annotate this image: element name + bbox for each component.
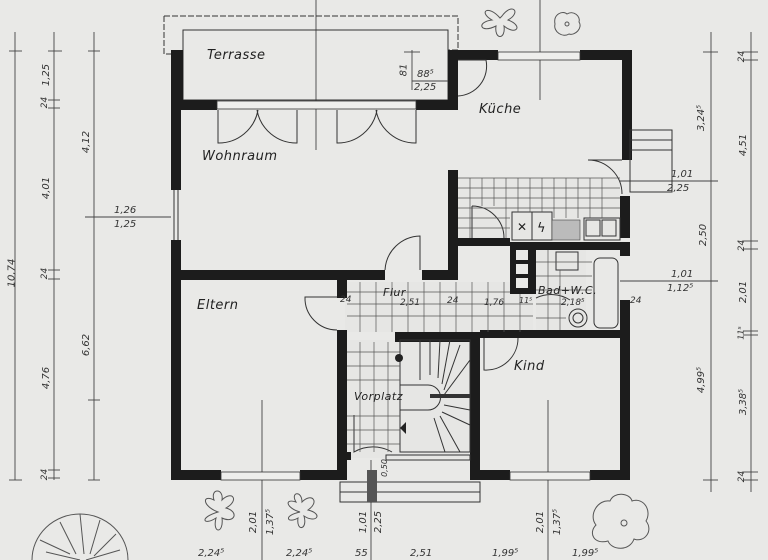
dim-left-top-wall: 24 [40, 96, 51, 109]
dim-left-upper: 4,01 [41, 176, 53, 200]
room-label-vorplatz: Vorplatz [354, 390, 403, 403]
dim-bad-width: 2,18⁵ [561, 298, 585, 308]
room-label-kind: Kind [514, 359, 545, 374]
dim-eltern-window-2: 1,37⁵ [265, 508, 277, 536]
dim-kueche-window-1: 1,01 [671, 169, 694, 180]
dim-right-inner-top: 3,24⁵ [696, 104, 708, 132]
dim-entry-2: 2,25 [373, 510, 385, 534]
dim-left-inner-upper: 4,12 [81, 130, 93, 154]
room-label-bad: Bad+W.C. [538, 284, 598, 297]
dim-kind-window-2: 1,37⁵ [552, 508, 564, 536]
dim-terrasse-door-w2: 2,25 [414, 82, 437, 93]
dim-wohnraum-window-1: 1,26 [114, 205, 137, 216]
dim-entry-step: 0,50 [379, 459, 389, 477]
staircase [339, 339, 481, 503]
dim-right-upper: 4,51 [738, 133, 750, 157]
room-label-eltern: Eltern [197, 298, 239, 313]
dim-flur-wall-mid: 24 [447, 296, 459, 306]
svg-text:ϟ: ϟ [537, 221, 546, 236]
dim-flur-length: 2,51 [400, 298, 421, 308]
dim-kueche-window-2: 2,25 [667, 183, 690, 194]
dim-terrasse-door-h: 81 [398, 63, 410, 77]
dim-entry-1: 1,01 [358, 510, 370, 534]
dim-bad-window-1: 1,01 [671, 269, 694, 280]
dim-kind-window-1: 2,01 [535, 510, 547, 534]
dim-bottom-seg-1: 2,24⁵ [198, 548, 225, 559]
dim-right-mid-wall: 24 [737, 239, 748, 252]
dim-left-lower: 4,76 [41, 366, 53, 390]
dim-right-lower: 3,38⁵ [738, 388, 750, 416]
svg-text:✕: ✕ [517, 220, 527, 234]
dim-flur-length-2: 1,76 [484, 298, 505, 308]
dim-eltern-window-1: 2,01 [248, 510, 260, 534]
dim-flur-wall-left: 24 [340, 295, 352, 305]
dim-bottom-seg-5: 1,99⁵ [492, 548, 519, 559]
dim-left-top: 1,25 [41, 63, 53, 87]
dim-terrasse-door-w1: 88⁵ [417, 69, 434, 80]
dim-left-bottom-wall: 24 [40, 468, 51, 481]
left-dimension-lines [9, 32, 178, 481]
right-dimension-lines [620, 32, 758, 492]
dim-bottom-seg-6: 1,99⁵ [572, 548, 599, 559]
room-label-terrasse: Terrasse [207, 48, 266, 63]
dim-left-total: 10,74 [6, 258, 18, 288]
dim-right-top-wall: 24 [737, 50, 748, 63]
room-label-wohnraum: Wohnraum [202, 149, 278, 164]
tile-grid [347, 177, 620, 452]
dim-bad-wall-right: 24 [630, 296, 642, 306]
dim-right-inner-lower: 4,99⁵ [696, 366, 708, 394]
dim-flur-wall-small: 11⁵ [519, 296, 533, 305]
room-label-kueche: Küche [479, 102, 522, 117]
dim-right-small: 11⁵ [736, 326, 746, 340]
room-label-flur: Flur [383, 286, 406, 299]
doors [217, 59, 623, 453]
walls [171, 50, 632, 481]
dim-right-inner-mid: 2,50 [698, 223, 710, 247]
dim-right-mid: 2,01 [738, 280, 750, 304]
dim-bottom-seg-3: 55 [355, 548, 368, 559]
dim-left-inner-lower: 6,62 [81, 333, 93, 357]
dim-left-inner-wall: 24 [40, 267, 51, 280]
dim-right-bottom-wall: 24 [737, 470, 748, 483]
dim-bad-window-2: 1,12⁵ [667, 283, 694, 294]
dim-wohnraum-window-2: 1,25 [114, 219, 137, 230]
bathroom-fixtures [555, 251, 619, 329]
dim-bottom-seg-2: 2,24⁵ [286, 548, 313, 559]
dim-bottom-seg-4: 2,51 [410, 548, 433, 559]
plant-symbols [31, 8, 650, 560]
